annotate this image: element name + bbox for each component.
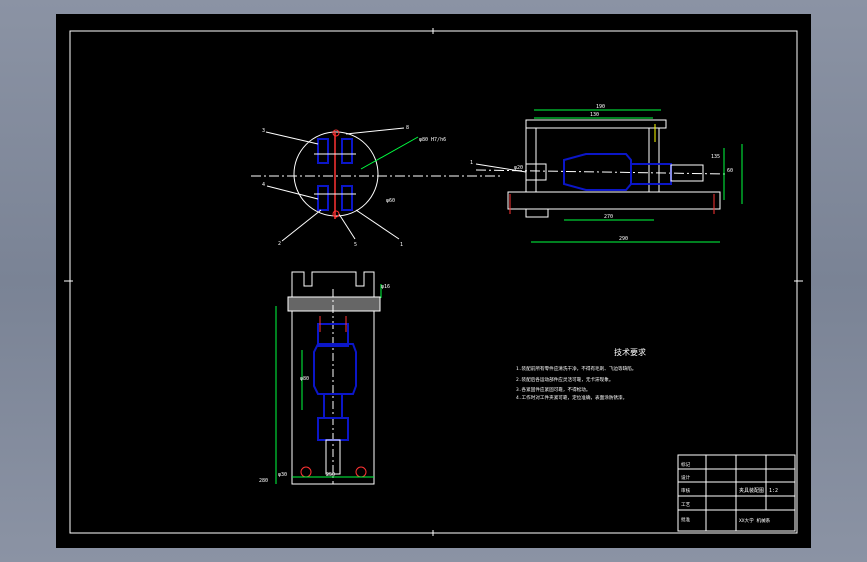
tb-row: 工艺 — [681, 502, 691, 508]
note-line: 3.各紧固件应紧固可靠，不得松动。 — [516, 386, 590, 393]
shaft-end — [670, 164, 704, 182]
dim-text: φ20 — [514, 165, 523, 171]
leader — [475, 163, 527, 173]
tb-row: 批准 — [681, 516, 691, 523]
detail-circle — [293, 131, 379, 217]
dim-text: 130 — [590, 112, 599, 118]
leader — [265, 131, 319, 145]
drawing-viewport[interactable]: φ80 H7/h6 φ60 3 8 4 2 5 1 — [56, 14, 811, 548]
spindle-body — [313, 343, 357, 395]
dim-text: 190 — [596, 104, 605, 110]
notes-title: 技术要求 — [614, 347, 646, 357]
spindle-shaft — [630, 163, 672, 185]
part-outline — [317, 185, 329, 211]
dim-text: φ60 — [386, 198, 395, 204]
base-plate — [507, 191, 721, 210]
leader — [338, 213, 356, 240]
grip-marker — [332, 210, 340, 218]
detail-view: φ80 H7/h6 φ60 3 8 4 2 5 1 — [251, 125, 501, 248]
tb-row: 标记 — [681, 461, 691, 468]
hole-marker — [300, 466, 312, 478]
note-line: 1.装配前所有零件应清洗干净，不得有毛刺、飞边等缺陷。 — [516, 365, 636, 372]
dim-text: 250 — [326, 472, 335, 478]
top-view: 280 φ80 250 φ30 φ16 — [259, 271, 390, 485]
callout-label: 4 — [262, 182, 265, 188]
callout-label: 5 — [354, 242, 357, 248]
right-upright — [648, 127, 660, 193]
dim-text: φ30 — [278, 472, 287, 478]
note-line: 2.装配后各运动部件应灵活可靠，无卡滞现象。 — [516, 376, 613, 383]
drawing-sheet: φ80 H7/h6 φ60 3 8 4 2 5 1 — [64, 28, 803, 536]
callout-label: 2 — [278, 241, 281, 247]
dim-text: 135 — [711, 154, 720, 160]
plate-outline — [291, 271, 375, 485]
dim-text: 270 — [604, 214, 613, 220]
frame-border — [69, 30, 798, 534]
title-block: 标记 设计 审核 工艺 批准 夹具装配图 1:2 XX大学 机械系 — [677, 454, 796, 532]
part-outline — [341, 138, 353, 164]
dim-text: 280 — [259, 478, 268, 484]
foot — [525, 208, 549, 218]
callout-label: 1 — [470, 160, 473, 166]
tb-row: 设计 — [681, 474, 691, 481]
dim-text: 60 — [727, 168, 733, 174]
bearing-upper — [317, 323, 349, 347]
leader — [345, 127, 405, 135]
school-name: XX大学 机械系 — [739, 517, 771, 524]
hole-marker — [355, 466, 367, 478]
top-bar — [525, 119, 667, 129]
note-line: 4.工作时对工件夹紧可靠，定位准确，表面涂防锈漆。 — [516, 394, 627, 401]
drawing-name: 夹具装配图 — [739, 487, 764, 494]
callout-label: 8 — [406, 125, 409, 131]
dim-text: φ16 — [381, 284, 390, 290]
part-outline — [317, 138, 329, 164]
callout-label: 1 — [400, 242, 403, 248]
dim-text: 290 — [619, 236, 628, 242]
front-view: 190 130 290 270 135 60 1 φ20 — [470, 104, 743, 243]
leader — [281, 209, 322, 242]
tb-row: 审核 — [681, 487, 691, 494]
callout-label: 3 — [262, 128, 265, 134]
part-outline — [341, 185, 353, 211]
left-upright — [525, 127, 537, 193]
cross-bar — [287, 296, 381, 312]
grip-marker — [332, 129, 340, 137]
shaft-end — [325, 439, 341, 475]
drawing-scale: 1:2 — [769, 488, 778, 494]
technical-notes: 技术要求 1.装配前所有零件应清洗干净，不得有毛刺、飞边等缺陷。 2.装配后各运… — [516, 347, 646, 401]
dim-leader — [360, 136, 419, 170]
leader — [266, 185, 319, 200]
leader — [355, 209, 400, 240]
dim-text: φ80 H7/h6 — [419, 137, 446, 143]
dim-text: φ80 — [300, 376, 309, 382]
